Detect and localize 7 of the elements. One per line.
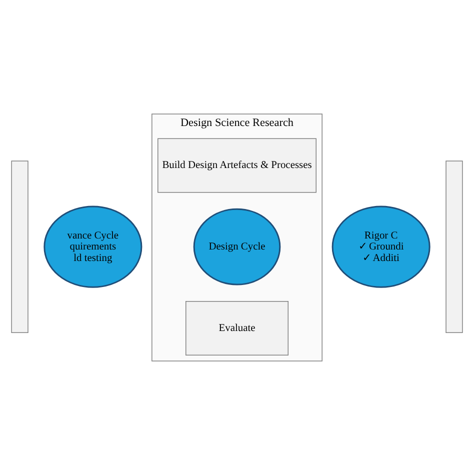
node-box: Build Design Artefacts & Processes: [158, 138, 316, 192]
node-box: [11, 160, 28, 333]
node-box: [446, 160, 463, 333]
node-ellipse: Design Cycle: [193, 208, 281, 285]
node-ellipse: Rigor C ✓ Groundi ✓ Additi: [332, 205, 430, 288]
node-ellipse: vance Cycle quirements ld testing: [44, 205, 142, 288]
node-box: Evaluate: [186, 300, 288, 355]
